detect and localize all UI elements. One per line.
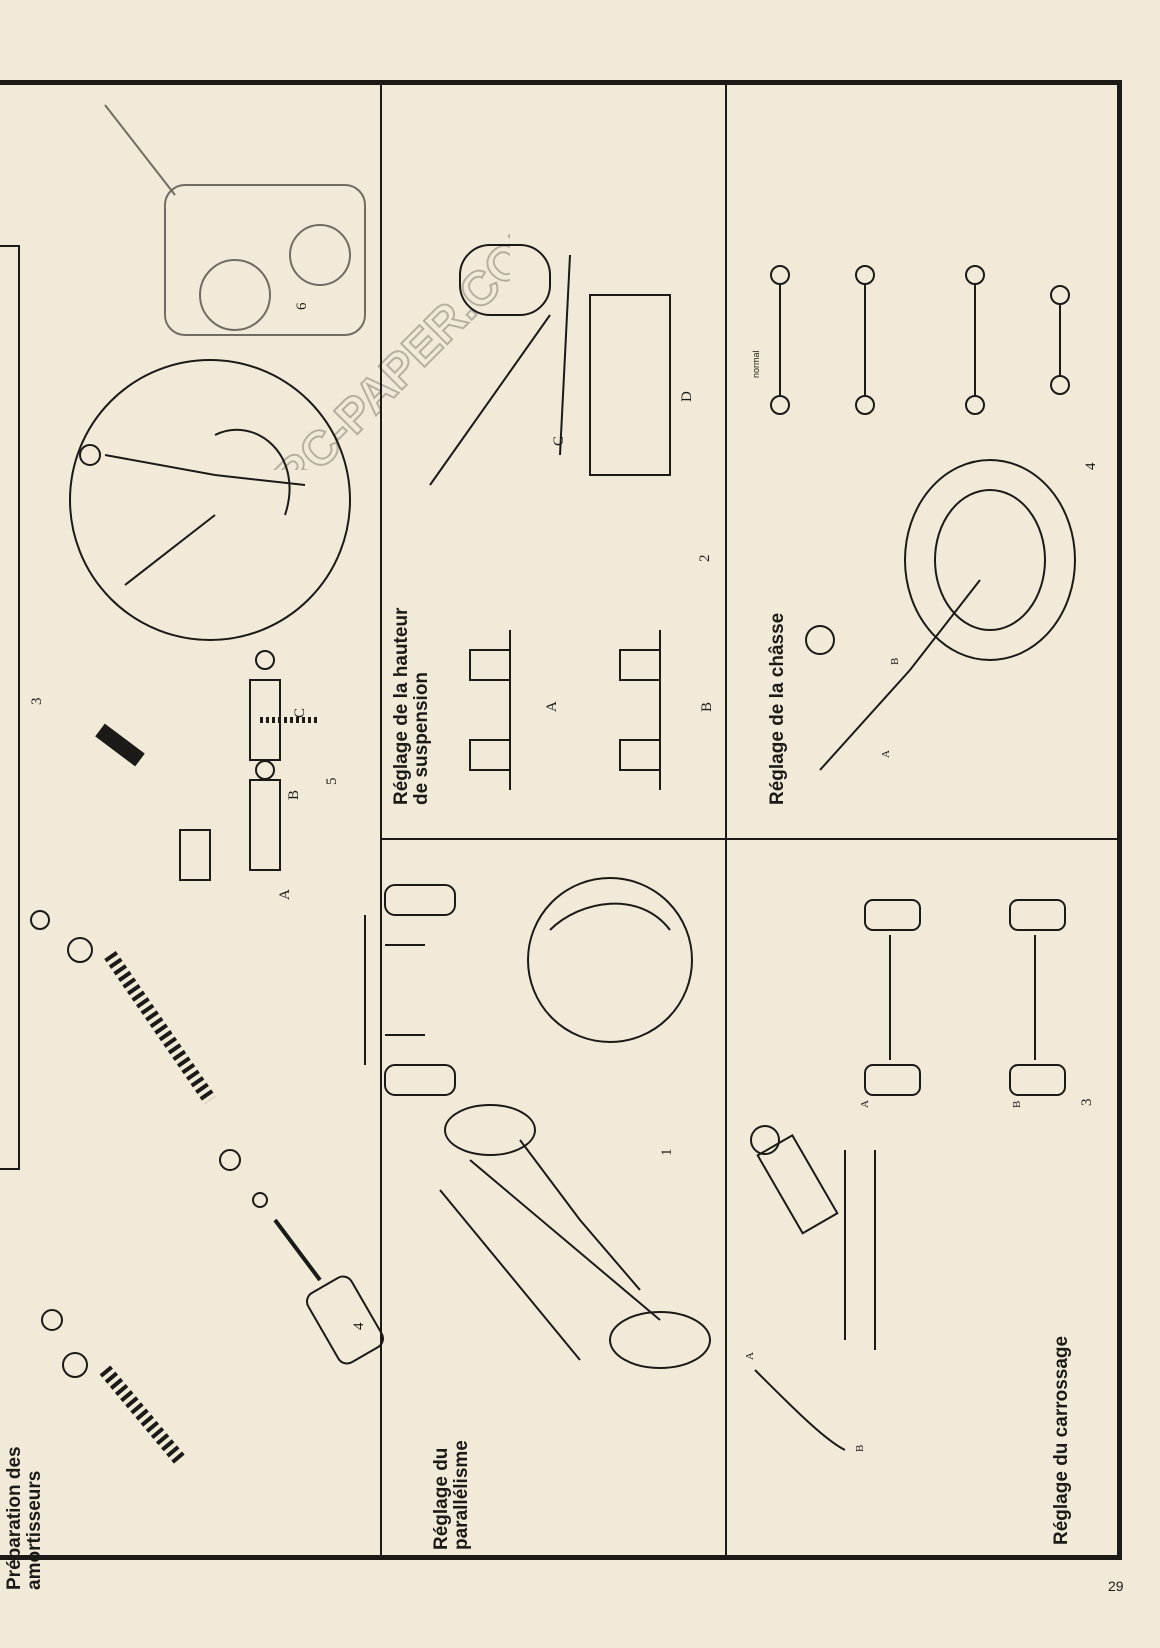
divider-top-box-side [18,245,20,1170]
shock-pliers-detail-illustration [69,359,351,641]
toe-section-title: Réglage du parallélisme [431,1440,472,1550]
page-number: 29 [1108,1578,1124,1594]
transmitter-illustration [104,104,366,336]
divider-horizontal-1 [380,838,1120,840]
watermark-logo: RC-PAPER.COM [264,203,510,470]
shocks-step-5: 5 [324,777,340,786]
divider-vertical-1 [380,82,382,1558]
camber-front-views-illustration [864,899,1066,1096]
height-adjust-illustration [469,630,661,790]
camber-step-3: 3 [1079,1098,1095,1107]
toe-front-view-illustration [364,884,456,1096]
shock-assembly-illustration [95,650,320,881]
height-step-2: 2 [697,554,713,563]
shocks-step-3: 3 [29,697,45,706]
divider-vertical-2 [725,82,727,1558]
toe-chassis-illustration [439,1104,711,1369]
toe-detail-circle-illustration [527,877,693,1043]
height-wheel-illustration [429,244,671,486]
page-frame [0,80,1122,1560]
height-label-b: B [699,701,715,712]
caster-step-4: 4 [1083,462,1099,471]
shock-exploded-illustration [30,910,384,1465]
shocks-label-a: A [277,889,293,900]
divider-top-box [0,245,20,247]
camber-section-title: Réglage du carrossage [1051,1335,1072,1545]
divider-top-box-bottom [0,1168,20,1170]
caster-wheel-illustration [805,459,1076,771]
caster-linkages-illustration [770,265,1070,415]
camber-illustration [750,1125,876,1451]
